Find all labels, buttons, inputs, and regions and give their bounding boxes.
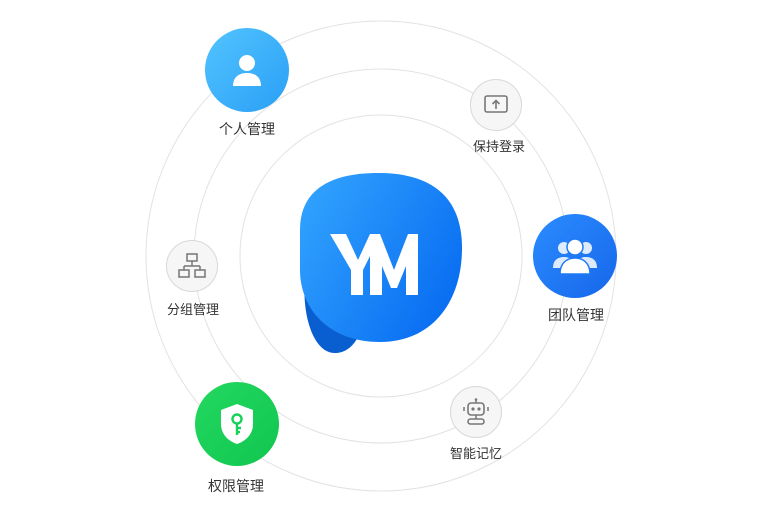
ym-logo-icon	[300, 173, 462, 354]
feature-keep-login-label: 保持登录	[472, 140, 526, 155]
feature-team-label: 团队管理	[548, 308, 604, 324]
user-icon	[233, 55, 261, 86]
feature-keep-login-button[interactable]	[470, 79, 522, 131]
feature-personal-button[interactable]	[205, 28, 289, 112]
feature-personal-label: 个人管理	[219, 122, 275, 138]
feature-group-button[interactable]	[166, 240, 218, 292]
feature-permission-button[interactable]	[195, 382, 279, 466]
robot-icon	[463, 398, 489, 425]
feature-memory-button[interactable]	[450, 386, 502, 438]
feature-team-button[interactable]	[533, 214, 617, 298]
feature-permission-label: 权限管理	[208, 479, 264, 495]
orbit-inner	[239, 114, 523, 398]
org-chart-icon	[178, 253, 206, 278]
upload-screen-icon	[484, 95, 508, 113]
feature-memory-label: 智能记忆	[449, 447, 503, 462]
feature-group-label: 分组管理	[166, 303, 220, 318]
shield-key-icon	[221, 404, 253, 444]
team-icon	[553, 238, 597, 275]
